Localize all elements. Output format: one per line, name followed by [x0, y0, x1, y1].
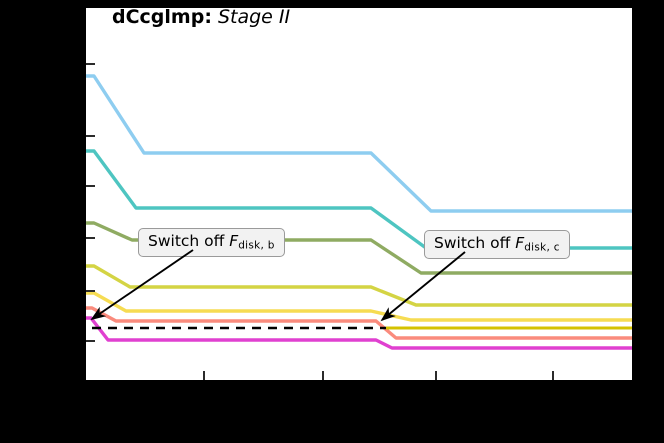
- chart-title-suffix: Stage II: [217, 6, 291, 28]
- y-tick: [86, 237, 95, 239]
- annotation-b-variable: F: [229, 232, 239, 250]
- x-tick: [322, 371, 324, 380]
- annotation-c-subscript: disk, c: [524, 241, 560, 254]
- plot-area: [86, 8, 632, 380]
- plot-axis-bottom: [85, 379, 633, 381]
- series-lines: [86, 74, 632, 350]
- plot-axis-right: [632, 8, 634, 381]
- series-label-b: b: [640, 325, 653, 347]
- series-label-e: e: [640, 282, 652, 304]
- y-tick: [86, 63, 95, 65]
- y-tick: [86, 340, 95, 342]
- annotation-switch-off-fdisk-b: Switch off Fdisk, b: [138, 228, 285, 257]
- y-tick: [86, 135, 95, 137]
- y-tick: [86, 290, 95, 292]
- annotation-c-variable: F: [515, 234, 525, 252]
- series-label-c: c: [640, 316, 651, 338]
- chart-title: dCcglmp: Stage II: [112, 6, 290, 28]
- series-label-d: d: [640, 300, 653, 322]
- annotation-switch-off-fdisk-c: Switch off Fdisk, c: [424, 230, 570, 259]
- x-tick: [435, 371, 437, 380]
- x-tick: [552, 371, 554, 380]
- series-label-g: g: [640, 226, 653, 248]
- chart-title-prefix: dCcglmp:: [112, 6, 212, 28]
- annotation-b-prefix: Switch off: [148, 232, 230, 250]
- x-tick: [203, 371, 205, 380]
- annotation-c-prefix: Switch off: [434, 234, 516, 252]
- series-label-f: f: [640, 250, 647, 272]
- y-tick: [86, 185, 95, 187]
- series-line-b: [86, 316, 632, 350]
- series-label-h: h: [640, 189, 653, 211]
- annotation-b-subscript: disk, b: [238, 239, 275, 252]
- series-line-h: [86, 74, 632, 213]
